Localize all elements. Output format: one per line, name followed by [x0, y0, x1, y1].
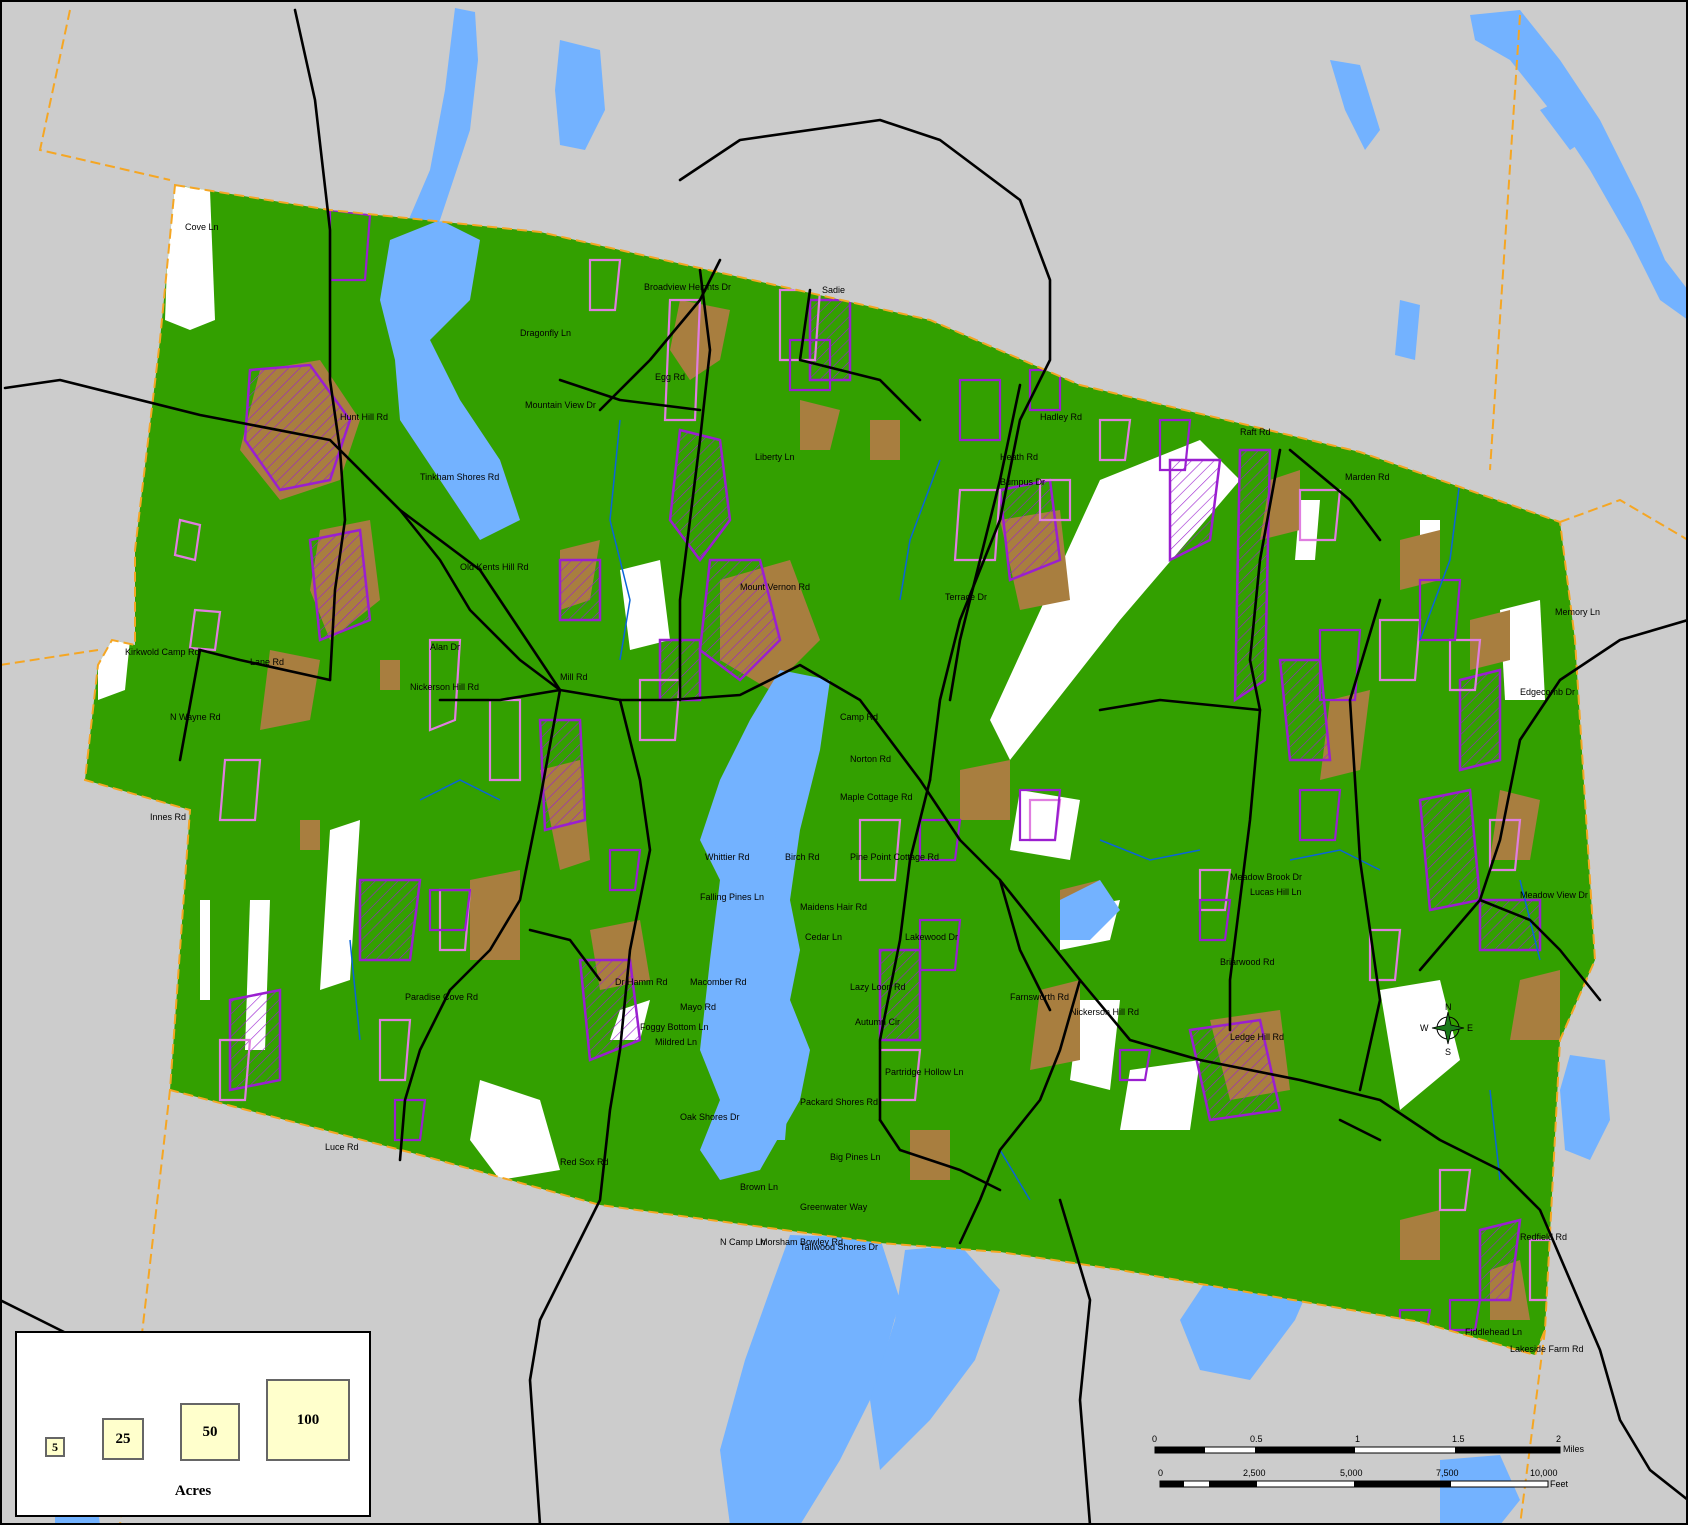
- road-label: Fiddlehead Ln: [1465, 1327, 1522, 1337]
- road-label: Morsham Bowley Rd: [760, 1237, 843, 1247]
- road-label: Camp Rd: [840, 712, 878, 722]
- scale-feet-unit: Feet: [1550, 1479, 1569, 1489]
- road-label: Brown Ln: [740, 1182, 778, 1192]
- road-label: Red Sox Rd: [560, 1157, 609, 1167]
- road-label: Birch Rd: [785, 852, 820, 862]
- road-label: Dr Hamm Rd: [615, 977, 668, 987]
- road-label: Mountain View Dr: [525, 400, 596, 410]
- road-label: Heath Rd: [1000, 452, 1038, 462]
- road-label: Terrace Dr: [945, 592, 987, 602]
- road-label: Luce Rd: [325, 1142, 359, 1152]
- road-label: Broadview Heights Dr: [644, 282, 731, 292]
- road-label: Lane Rd: [250, 657, 284, 667]
- scale-feet-tick: 7,500: [1436, 1468, 1459, 1478]
- road-label: Farnsworth Rd: [1010, 992, 1069, 1002]
- road-label: Tallwood Shores Dr: [800, 1242, 878, 1252]
- road-label: Mayo Rd: [680, 1002, 716, 1012]
- road-label: Paradise Cove Rd: [405, 992, 478, 1002]
- road-label: N Camp Ln: [720, 1237, 766, 1247]
- road-label: Raft Rd: [1240, 427, 1271, 437]
- road-label: Greenwater Way: [800, 1202, 868, 1212]
- scale-miles-tick: 1: [1355, 1434, 1360, 1444]
- road-label: Mill Rd: [560, 672, 588, 682]
- road-label: Liberty Ln: [755, 452, 795, 462]
- road-label: Ledge Hill Rd: [1230, 1032, 1284, 1042]
- roads: [0, 8, 1688, 1525]
- road-label: Old Kents Hill Rd: [460, 562, 529, 572]
- road-label: Lucas Hill Ln: [1250, 887, 1302, 897]
- road-label: N Wayne Rd: [170, 712, 221, 722]
- road-label: Bumpus Dr: [1000, 477, 1045, 487]
- road-label: Big Pines Ln: [830, 1152, 881, 1162]
- scale-feet-tick: 10,000: [1530, 1468, 1558, 1478]
- road-label: Foggy Bottom Ln: [640, 1022, 709, 1032]
- road-label: Falling Pines Ln: [700, 892, 764, 902]
- scale-bar: 0 0.5 1 1.5 2 Miles 0 2,500 5,000 7,500 …: [1152, 1434, 1585, 1489]
- road-label: Egg Rd: [655, 372, 685, 382]
- road-label: Sadie: [822, 285, 845, 295]
- road-label: Lazy Loon Rd: [850, 982, 906, 992]
- road-label: Autumn Cir: [855, 1017, 900, 1027]
- scale-miles-tick: 1.5: [1452, 1434, 1465, 1444]
- compass-e: E: [1467, 1023, 1473, 1033]
- road-label: Marden Rd: [1345, 472, 1390, 482]
- acre-size-5: 5: [45, 1437, 65, 1457]
- scale-miles-tick: 2: [1556, 1434, 1561, 1444]
- road-label: Meadow View Dr: [1520, 890, 1588, 900]
- compass-rose: N S E W: [1420, 1002, 1473, 1057]
- road-label: Mildred Ln: [655, 1037, 697, 1047]
- road-label: Edgecomb Dr: [1520, 687, 1575, 697]
- road-label: Whittier Rd: [705, 852, 750, 862]
- acre-size-50: 50: [180, 1403, 240, 1461]
- compass-n: N: [1445, 1002, 1452, 1012]
- road-label: Hunt Hill Rd: [340, 412, 388, 422]
- road-label: Briarwood Rd: [1220, 957, 1275, 967]
- road-label: Kirkwold Camp Rd: [125, 647, 200, 657]
- road-label: Macomber Rd: [690, 977, 747, 987]
- road-label: Alan Dr: [430, 642, 460, 652]
- road-label: Nickerson Hill Rd: [410, 682, 479, 692]
- road-label: Cove Ln: [185, 222, 219, 232]
- compass-w: W: [1420, 1023, 1429, 1033]
- road-label: Dragonfly Ln: [520, 328, 571, 338]
- road-label: Oak Shores Dr: [680, 1112, 740, 1122]
- hatched-polygons: [228, 298, 1542, 1355]
- road-label: Lakeside Farm Rd: [1510, 1344, 1584, 1354]
- road-label: Memory Ln: [1555, 607, 1600, 617]
- road-label: Nickerson Hill Rd: [1070, 1007, 1139, 1017]
- scale-miles-unit: Miles: [1563, 1444, 1585, 1454]
- scale-feet-tick: 2,500: [1243, 1468, 1266, 1478]
- road-label: Tinkham Shores Rd: [420, 472, 499, 482]
- legend-title: Acres: [174, 1483, 212, 1499]
- road-label: Norton Rd: [850, 754, 891, 764]
- scale-feet-tick: 5,000: [1340, 1468, 1363, 1478]
- road-label: Innes Rd: [150, 812, 186, 822]
- road-label: Cedar Ln: [805, 932, 842, 942]
- road-label: Pine Point Cottage Rd: [850, 852, 939, 862]
- scale-miles-tick: 0: [1152, 1434, 1157, 1444]
- acre-size-100: 100: [266, 1379, 350, 1461]
- road-label: Redfield Rd: [1520, 1232, 1567, 1242]
- road-label: Partridge Hollow Ln: [885, 1067, 964, 1077]
- road-label: Maple Cottage Rd: [840, 792, 913, 802]
- scale-miles-tick: 0.5: [1250, 1434, 1263, 1444]
- road-label: Packard Shores Rd: [800, 1097, 878, 1107]
- compass-s: S: [1445, 1047, 1451, 1057]
- road-label: Maidens Hair Rd: [800, 902, 867, 912]
- road-label: Mount Vernon Rd: [740, 582, 810, 592]
- road-label: Hadley Rd: [1040, 412, 1082, 422]
- acre-size-25: 25: [102, 1418, 144, 1460]
- road-label: Lakewood Dr: [905, 932, 958, 942]
- scale-feet-tick: 0: [1158, 1468, 1163, 1478]
- pink-polygons: [173, 258, 1562, 1302]
- road-labels: Broadview Heights Dr Dragonfly Ln Mounta…: [125, 222, 1600, 1354]
- road-label: Meadow Brook Dr: [1230, 872, 1302, 882]
- internal-water: [380, 220, 1120, 1180]
- acres-legend: 5 25 50 100 Acres: [15, 1331, 371, 1517]
